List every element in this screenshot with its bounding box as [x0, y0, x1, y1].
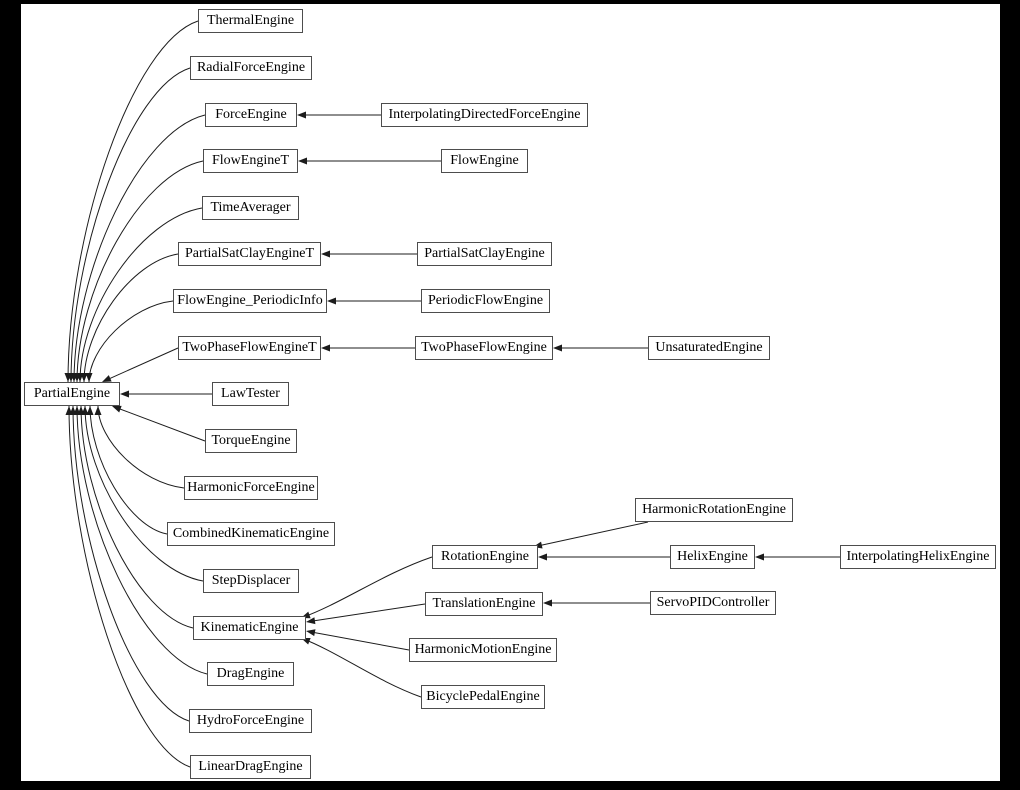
class-node-FlowEngine_PeriodicInfo[interactable]: FlowEngine_PeriodicInfo: [173, 289, 327, 313]
class-node-HarmonicRotationEngine[interactable]: HarmonicRotationEngine: [635, 498, 793, 522]
class-node-TwoPhaseFlowEngineT[interactable]: TwoPhaseFlowEngineT: [178, 336, 321, 360]
class-node-PartialSatClayEngine[interactable]: PartialSatClayEngine: [417, 242, 552, 266]
class-node-FlowEngineT[interactable]: FlowEngineT: [203, 149, 298, 173]
class-node-UnsaturatedEngine[interactable]: UnsaturatedEngine: [648, 336, 770, 360]
class-node-ForceEngine[interactable]: ForceEngine: [205, 103, 297, 127]
class-node-HydroForceEngine[interactable]: HydroForceEngine: [189, 709, 312, 733]
class-node-RotationEngine[interactable]: RotationEngine: [432, 545, 538, 569]
class-node-HarmonicMotionEngine[interactable]: HarmonicMotionEngine: [409, 638, 557, 662]
class-node-DragEngine[interactable]: DragEngine: [207, 662, 294, 686]
class-node-InterpolatingDirectedForceEngine[interactable]: InterpolatingDirectedForceEngine: [381, 103, 588, 127]
class-node-ServoPIDController[interactable]: ServoPIDController: [650, 591, 776, 615]
class-node-HarmonicForceEngine[interactable]: HarmonicForceEngine: [184, 476, 318, 500]
class-node-PeriodicFlowEngine[interactable]: PeriodicFlowEngine: [421, 289, 550, 313]
class-node-FlowEngine[interactable]: FlowEngine: [441, 149, 528, 173]
class-node-ThermalEngine[interactable]: ThermalEngine: [198, 9, 303, 33]
class-node-LawTester[interactable]: LawTester: [212, 382, 289, 406]
class-node-TranslationEngine[interactable]: TranslationEngine: [425, 592, 543, 616]
class-node-LinearDragEngine[interactable]: LinearDragEngine: [190, 755, 311, 779]
class-node-RadialForceEngine[interactable]: RadialForceEngine: [190, 56, 312, 80]
class-node-KinematicEngine[interactable]: KinematicEngine: [193, 616, 306, 640]
class-node-CombinedKinematicEngine[interactable]: CombinedKinematicEngine: [167, 522, 335, 546]
class-node-BicyclePedalEngine[interactable]: BicyclePedalEngine: [421, 685, 545, 709]
class-node-PartialEngine[interactable]: PartialEngine: [24, 382, 120, 406]
class-node-TwoPhaseFlowEngine[interactable]: TwoPhaseFlowEngine: [415, 336, 553, 360]
class-node-PartialSatClayEngineT[interactable]: PartialSatClayEngineT: [178, 242, 321, 266]
class-node-TorqueEngine[interactable]: TorqueEngine: [205, 429, 297, 453]
class-node-TimeAverager[interactable]: TimeAverager: [202, 196, 299, 220]
class-node-StepDisplacer[interactable]: StepDisplacer: [203, 569, 299, 593]
class-node-InterpolatingHelixEngine[interactable]: InterpolatingHelixEngine: [840, 545, 996, 569]
class-node-HelixEngine[interactable]: HelixEngine: [670, 545, 755, 569]
